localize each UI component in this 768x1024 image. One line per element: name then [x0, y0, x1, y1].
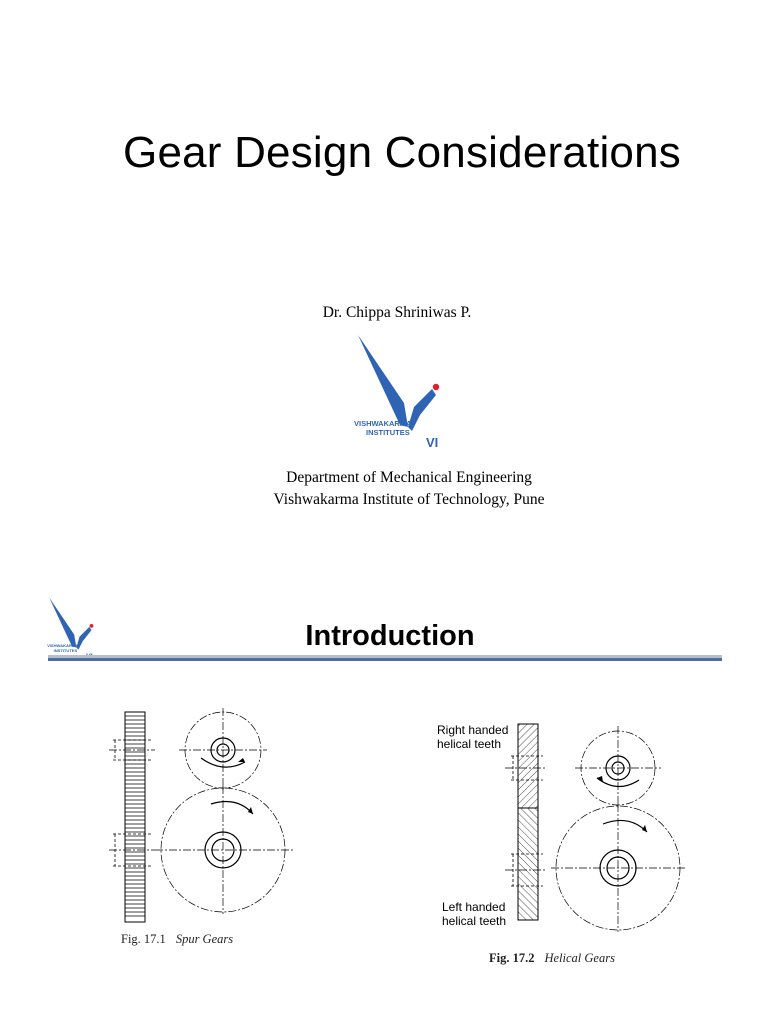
- vishwakarma-logo: VISHWAKARMA INSTITUTES VI: [354, 335, 440, 449]
- title-rule-top: [48, 655, 722, 658]
- logo-text-line2: INSTITUTES: [366, 428, 410, 437]
- figure-name: Spur Gears: [175, 932, 234, 946]
- figure-caption-spur: Fig. 17.1 Spur Gears: [121, 932, 233, 947]
- spur-gear-teeth: [125, 715, 145, 917]
- logo-vi-mark: VI: [426, 435, 438, 449]
- figure-number: Fig. 17.1: [121, 932, 166, 946]
- department-name: Department of Mechanical Engineering: [286, 469, 532, 486]
- spur-gears-figure: [109, 708, 293, 923]
- slide-title: Introduction: [305, 620, 475, 652]
- author-name: Dr. Chippa Shriniwas P.: [322, 304, 472, 321]
- affiliation-block: Department of Mechanical Engineering Vis…: [0, 467, 768, 511]
- left-handed-label: Left handed helical teeth: [442, 900, 507, 928]
- figure-name: Helical Gears: [544, 951, 615, 965]
- presentation-title: Gear Design Considerations: [123, 128, 681, 177]
- logo-text-line2: INSTITUTES: [54, 648, 78, 653]
- title-rule-bottom: [48, 658, 722, 661]
- figure-caption-helical: Fig. 17.2 Helical Gears: [489, 951, 615, 966]
- title-slide: Gear Design Considerations Dr. Chippa Sh…: [0, 128, 768, 511]
- helical-gears-figure: [505, 723, 687, 932]
- logo-text-line1: VISHWAKARMA: [47, 643, 78, 648]
- logo-text-line1: VISHWAKARMA: [354, 419, 412, 428]
- right-handed-label: Right handed helical teeth: [437, 723, 509, 751]
- figure-number: Fig. 17.2: [489, 951, 535, 965]
- institute-name: Vishwakarma Institute of Technology, Pun…: [273, 491, 545, 508]
- introduction-slide: VISHWAKARMA INSTITUTES VI Introduction: [0, 580, 768, 1024]
